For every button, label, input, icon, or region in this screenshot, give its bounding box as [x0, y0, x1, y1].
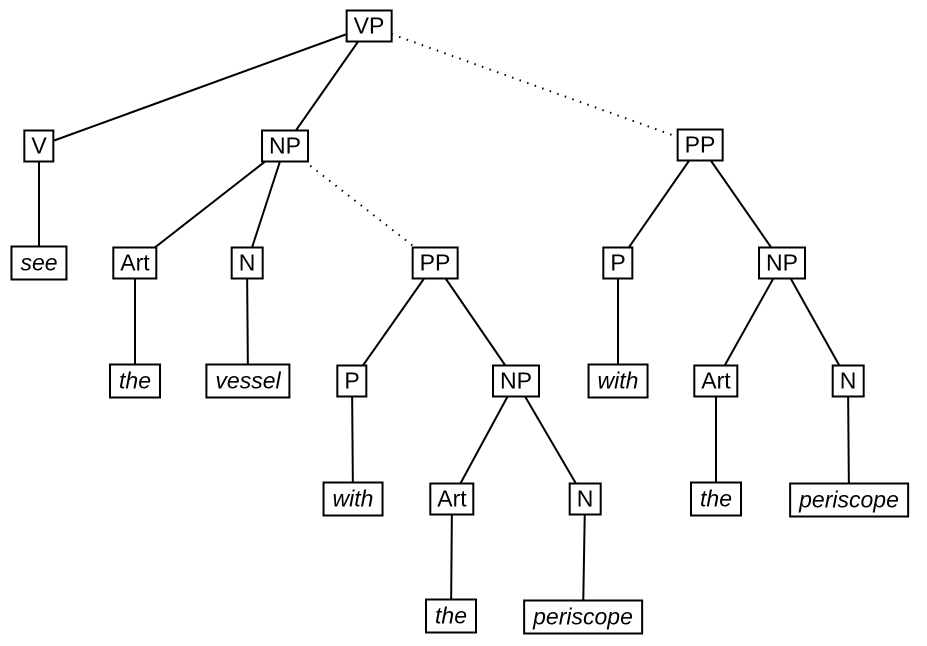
tree-node-pp_r: PP	[676, 128, 724, 162]
tree-node-np_r: NP	[758, 246, 806, 280]
tree-edge-p_m-with_m	[351, 380, 354, 500]
tree-edge-pp_m-p_m	[351, 262, 436, 382]
tree-node-np1: NP	[261, 129, 309, 163]
tree-leaf-the_m: the	[425, 598, 477, 634]
tree-leaf-periscope_m: periscope	[523, 599, 643, 635]
tree-node-v: V	[23, 129, 55, 163]
tree-edge-np_m-art_m	[451, 380, 517, 500]
tree-edge-vp-np1	[284, 25, 370, 147]
tree-node-art_m: Art	[429, 482, 475, 516]
tree-node-art1: Art	[112, 246, 158, 280]
tree-edge-art_m-the_m	[450, 498, 453, 617]
tree-node-pp_m: PP	[411, 246, 459, 280]
tree-leaf-the1: the	[109, 363, 161, 399]
tree-node-n1: N	[230, 246, 264, 280]
tree-node-p_m: P	[336, 364, 368, 398]
tree-edge-np1-pp_m-dotted	[284, 145, 436, 264]
tree-edge-np1-art1	[134, 145, 286, 264]
tree-edge-np1-n1	[246, 145, 286, 264]
tree-node-vp: VP	[345, 9, 393, 43]
tree-edge-pp_r-np_r	[699, 144, 783, 264]
tree-edge-n1-vessel	[246, 262, 249, 382]
tree-edge-vp-v	[38, 25, 370, 147]
tree-node-n_r: N	[831, 364, 865, 398]
tree-node-art_r: Art	[693, 364, 739, 398]
tree-leaf-periscope_r: periscope	[789, 482, 909, 518]
tree-edge-pp_m-np_m	[434, 262, 517, 382]
tree-edge-np_m-n_m	[515, 380, 586, 500]
tree-leaf-the_r: the	[690, 481, 742, 517]
tree-leaf-with_r: with	[587, 363, 649, 399]
tree-leaf-with_m: with	[322, 481, 384, 517]
tree-node-n_m: N	[568, 482, 602, 516]
tree-edge-np_r-n_r	[781, 262, 849, 382]
tree-edge-np_r-art_r	[715, 262, 783, 382]
tree-leaf-see: see	[10, 245, 68, 281]
tree-node-p_r: P	[602, 246, 634, 280]
tree-leaf-vessel: vessel	[205, 363, 291, 399]
tree-edge-n_r-periscope_r	[847, 380, 850, 501]
tree-edge-pp_r-p_r	[617, 144, 701, 264]
tree-edge-n_m-periscope_m	[582, 498, 586, 618]
tree-node-np_m: NP	[492, 364, 540, 398]
tree-edge-vp-pp_r-dotted	[368, 25, 701, 146]
